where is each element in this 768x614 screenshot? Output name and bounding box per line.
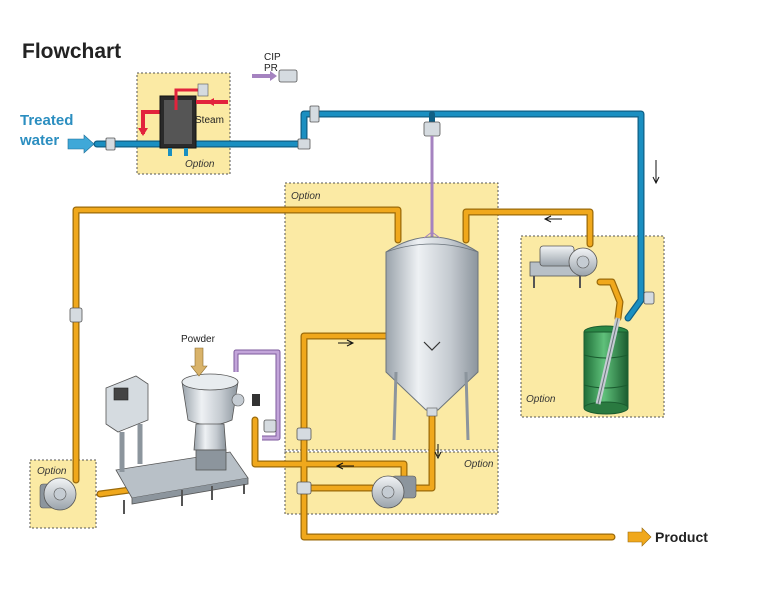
- valve-icon: [643, 291, 655, 305]
- treated-water-label: Treated: [20, 112, 73, 129]
- cip-label: CIP: [264, 52, 281, 63]
- arrow-icon: [652, 160, 660, 185]
- arrow-icon: [543, 215, 562, 223]
- valve-icon: [105, 137, 116, 151]
- valve-icon: [309, 105, 320, 123]
- arrow-icon: [190, 347, 208, 377]
- drum-icon: [583, 317, 629, 415]
- arrow-icon: [252, 71, 277, 81]
- valve-icon: [296, 427, 312, 441]
- arrow-icon: [434, 444, 442, 460]
- treated-water-label: water: [19, 132, 59, 149]
- heat-exchanger-icon: [138, 83, 228, 156]
- water-valves: [105, 105, 441, 151]
- option-label-drum: Option: [526, 394, 556, 405]
- option-label-bottom-pump: Option: [464, 459, 494, 470]
- pump-icon: [39, 477, 77, 511]
- tank-icon: [385, 231, 479, 441]
- pump-icon: [371, 475, 417, 509]
- valve-icon: [263, 419, 277, 433]
- drum-pump: [529, 245, 598, 288]
- option-label-steam: Option: [185, 159, 215, 170]
- arrow-icon: [335, 462, 354, 470]
- product-label: Product: [655, 529, 708, 545]
- arrow-icon: [338, 339, 355, 347]
- flow-arrows: [335, 160, 660, 470]
- valve-icon: [296, 481, 312, 495]
- mixer-icon: [105, 373, 260, 514]
- arrow-icon: [67, 134, 95, 154]
- steam-label: Steam: [195, 115, 224, 126]
- pr-label: PR: [264, 63, 278, 74]
- product-valves: [69, 291, 655, 495]
- valve-icon: [278, 69, 298, 83]
- valve-icon: [297, 138, 311, 150]
- powder-label: Powder: [181, 334, 216, 345]
- option-label-tank: Option: [291, 191, 321, 202]
- valve-icon: [69, 307, 83, 323]
- option-label-left-pump: Option: [37, 466, 67, 477]
- valve-icon: [423, 121, 441, 137]
- arrow-icon: [627, 527, 652, 547]
- page-title: Flowchart: [22, 40, 121, 63]
